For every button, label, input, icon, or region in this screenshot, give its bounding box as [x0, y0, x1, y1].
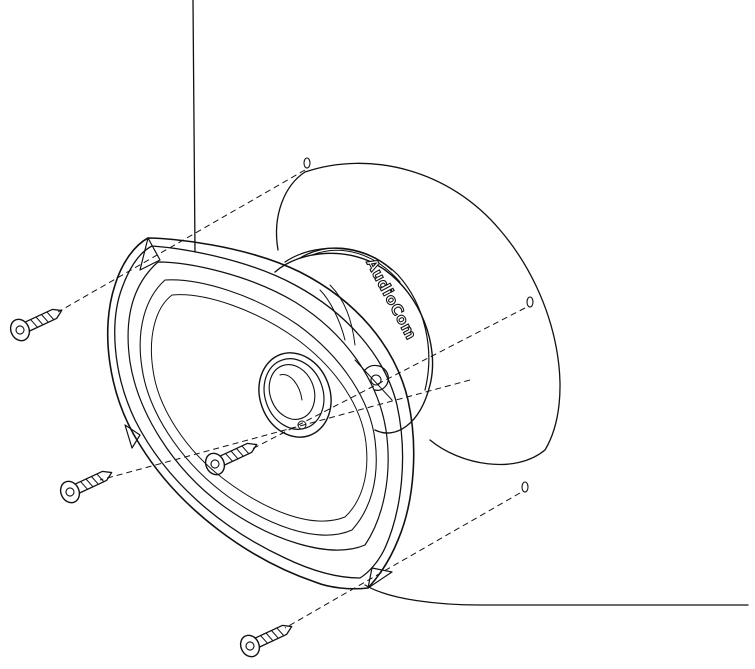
- speaker-frame: [106, 237, 415, 590]
- tweeter: [258, 352, 332, 438]
- screw-4: [239, 624, 293, 658]
- mount-hole-right: [526, 296, 534, 308]
- screw-2: [59, 470, 113, 504]
- screw-3: [204, 442, 258, 476]
- alignment-lines: [57, 169, 526, 629]
- mounting-panel: [192, 0, 749, 606]
- mount-holes: [303, 157, 534, 493]
- mount-hole-bottom: [521, 481, 529, 493]
- mount-hole-top: [303, 157, 311, 169]
- screw-1: [9, 308, 63, 342]
- alignment-line-bottom: [284, 492, 521, 629]
- alignment-line-lower: [99, 379, 471, 481]
- speaker-magnet: [274, 247, 434, 434]
